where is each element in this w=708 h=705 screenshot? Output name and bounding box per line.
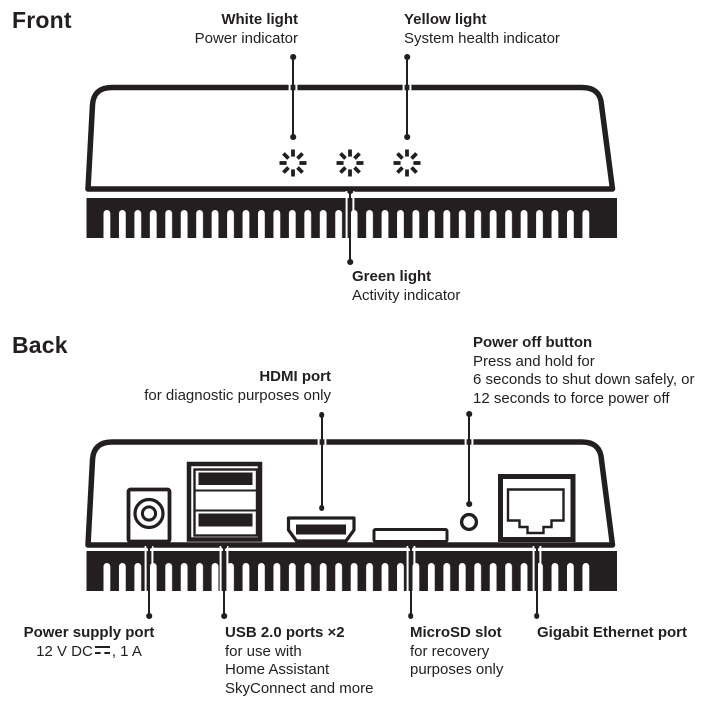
leader-microsd	[409, 546, 412, 616]
white-light-title: White light	[221, 11, 298, 28]
ethernet-title: Gigabit Ethernet port	[537, 624, 687, 641]
power-off-desc-1: Press and hold for	[473, 352, 595, 370]
front-device	[85, 84, 617, 238]
power-supply-title: Power supply port	[23, 624, 155, 641]
front-device-body	[85, 84, 616, 192]
green-light-label: Green light Activity indicator	[352, 268, 460, 305]
green-light-desc: Activity indicator	[352, 286, 461, 304]
usb-ports-graphic	[186, 461, 263, 542]
yellow-light-title: Yellow light	[404, 11, 487, 28]
power-off-desc-3: 12 seconds to force power off	[473, 389, 670, 407]
microsd-label: MicroSD slot for recovery purposes only	[410, 624, 503, 680]
leader-green-light	[349, 191, 351, 262]
microsd-slot-graphic	[372, 528, 449, 543]
usb-label: USB 2.0 ports ×2 for use with Home Assis…	[225, 624, 373, 698]
green-light-title: Green light	[352, 268, 432, 285]
dc-symbol-icon	[94, 645, 110, 654]
usb-desc-3: SkyConnect and more	[225, 679, 374, 697]
back-heatsink-fins	[86, 551, 617, 591]
front-section-heading: Front	[12, 7, 72, 33]
leader-yellow-light	[406, 57, 408, 137]
front-heatsink-fins	[86, 198, 617, 238]
leader-white-light	[292, 57, 294, 137]
microsd-title: MicroSD slot	[410, 624, 502, 641]
white-light-desc: Power indicator	[194, 29, 298, 47]
power-off-label: Power off button Press and hold for 6 se…	[473, 334, 695, 408]
usb-title: USB 2.0 ports ×2	[225, 624, 345, 641]
power-supply-label: Power supply port 12 V DC , 1 A	[14, 624, 164, 661]
leader-power-off	[468, 414, 470, 504]
back-section-heading: Back	[12, 332, 68, 358]
microsd-desc-1: for recovery	[410, 642, 490, 660]
leader-hdmi	[320, 415, 323, 508]
power-supply-spec-prefix: 12 V DC	[36, 642, 93, 660]
leader-power-supply	[148, 546, 150, 616]
microsd-desc-2: purposes only	[410, 661, 504, 678]
usb-desc-1: for use with	[225, 642, 302, 660]
hdmi-label: HDMI port for diagnostic purposes only	[131, 368, 331, 405]
hdmi-desc: for diagnostic purposes only	[144, 386, 331, 404]
white-light-label: White light Power indicator	[98, 11, 298, 48]
yellow-light-label: Yellow light System health indicator	[404, 11, 560, 48]
power-off-desc-2: 6 seconds to shut down safely, or	[473, 371, 695, 388]
hdmi-port-graphic	[286, 516, 356, 543]
ethernet-port-graphic	[498, 474, 576, 542]
back-device	[85, 439, 617, 591]
leader-ethernet	[535, 546, 538, 616]
ethernet-label: Gigabit Ethernet port	[537, 624, 687, 643]
power-off-title: Power off button	[473, 334, 593, 351]
power-supply-port-graphic	[126, 487, 172, 544]
leader-usb	[223, 546, 225, 616]
power-supply-spec: 12 V DC , 1 A	[14, 643, 164, 662]
power-supply-spec-suffix: , 1 A	[111, 642, 142, 660]
yellow-light-desc: System health indicator	[404, 29, 560, 47]
power-off-button-graphic	[459, 512, 479, 532]
usb-desc-2: Home Assistant	[225, 661, 330, 678]
hdmi-title: HDMI port	[259, 368, 331, 385]
